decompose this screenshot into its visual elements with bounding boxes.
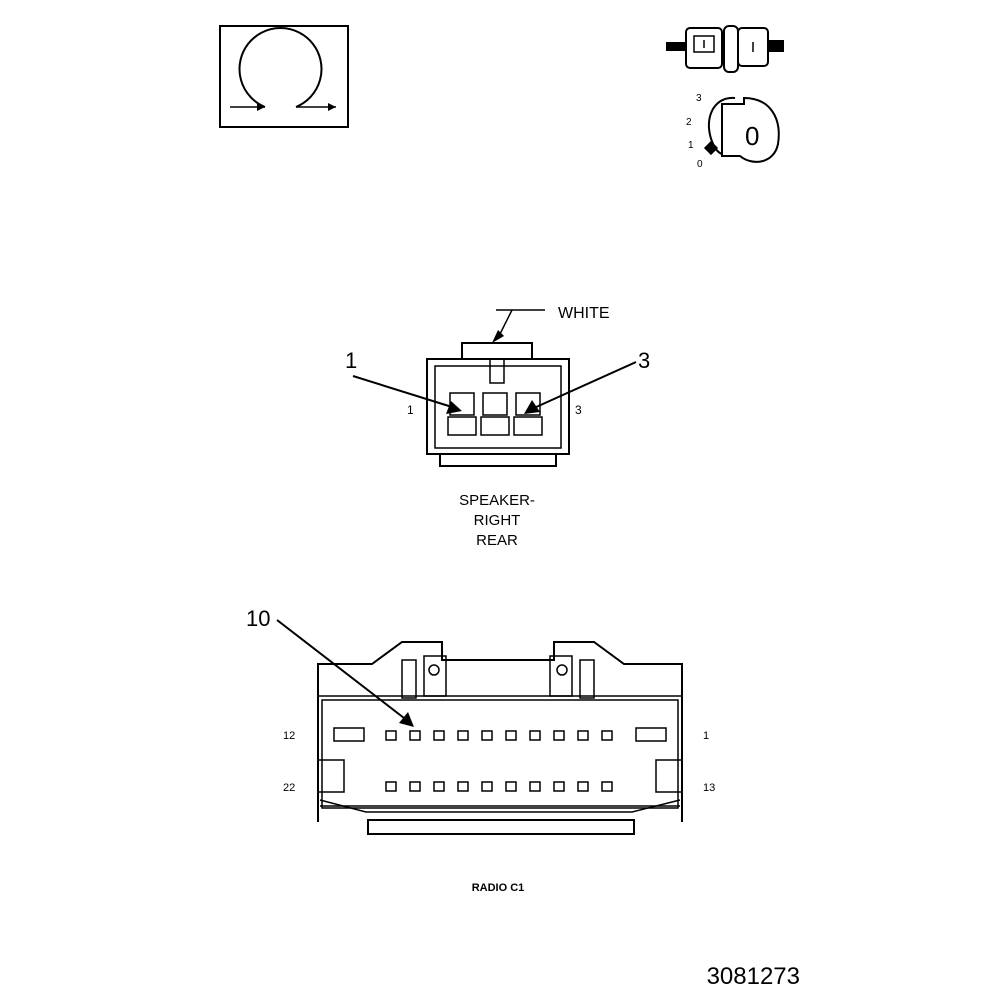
connector-face-view-icon (219, 25, 349, 128)
radio-pin-label-22: 22 (283, 782, 295, 794)
radio-pin-callout-10: 10 (246, 606, 270, 631)
key-position-2: 2 (686, 117, 692, 128)
connector-plug-icon (666, 25, 784, 73)
speaker-name-line-1: SPEAKER- (459, 492, 535, 509)
speaker-pin-callout-3: 3 (638, 348, 650, 373)
radio-pin-label-12: 12 (283, 730, 295, 742)
radio-cavity-row-1 (385, 730, 613, 741)
speaker-name-line-3: REAR (476, 532, 518, 549)
key-position-0: 0 (697, 159, 703, 170)
speaker-pin-callout-1: 1 (345, 348, 357, 373)
key-position-1: 1 (688, 140, 694, 151)
figure-id: 3081273 (707, 963, 800, 990)
speaker-name-line-2: RIGHT (474, 512, 521, 529)
radio-connector-name: RADIO C1 (472, 882, 525, 894)
speaker-cavity-2 (480, 392, 510, 436)
speaker-color-label: WHITE (558, 305, 610, 322)
radio-pin-label-1: 1 (703, 730, 709, 742)
key-label: 0 (745, 121, 759, 151)
radio-cavity-row-2 (385, 781, 613, 792)
radio-pin-label-13: 13 (703, 782, 715, 794)
ignition-key-icon: 3 2 1 0 0 (686, 93, 780, 170)
radio-connector: 10 12 1 22 13 RADIO C1 (246, 606, 715, 894)
key-position-3: 3 (696, 93, 702, 104)
speaker-pin-label-3: 3 (575, 403, 582, 417)
speaker-cavity-3 (513, 392, 543, 436)
speaker-pin-label-1: 1 (407, 403, 414, 417)
speaker-connector: WHITE 1 3 1 3 SPEAKER- RIGHT (345, 305, 650, 549)
